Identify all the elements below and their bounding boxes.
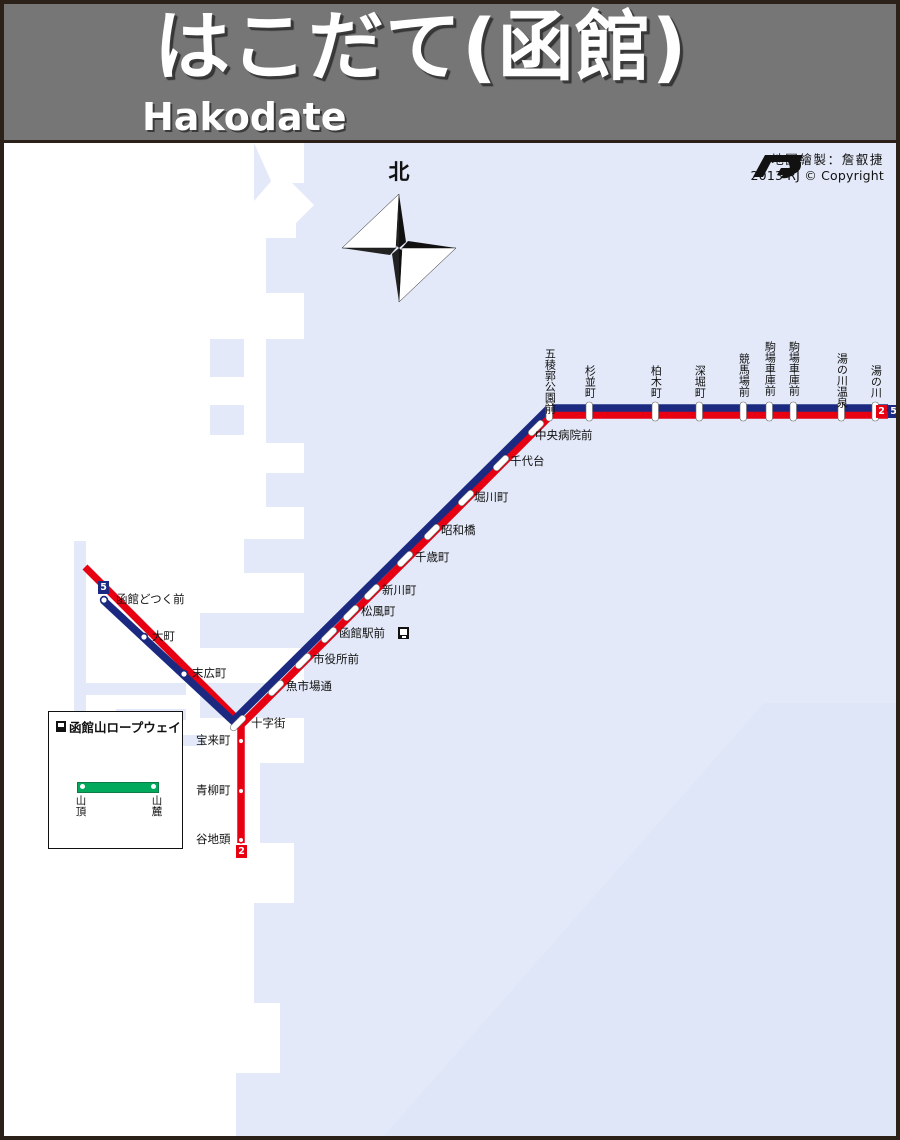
station-label-hakodate-eki-mae[interactable]: 函館駅前 (339, 626, 385, 640)
compass-star-icon (341, 193, 457, 303)
jr-station-icon (398, 627, 409, 639)
station-label-yunokawa-onsen[interactable]: 湯の川温泉 (835, 353, 849, 408)
station-label-jujigai[interactable]: 十字街 (251, 716, 286, 730)
station-label-omachi[interactable]: 大町 (152, 629, 175, 643)
station-label-suginami-cho[interactable]: 杉並町 (583, 365, 597, 398)
station-label-yachigashira[interactable]: 谷地頭 (196, 832, 231, 846)
station-label-yunokawa[interactable]: 湯の川 (869, 365, 883, 398)
station-ticks-horizontal (545, 401, 879, 422)
rail-lines-layer (4, 143, 888, 1136)
transit-map: 北 地圖繪製：詹叡捷 2 (4, 143, 896, 1136)
ropeway-inset-title-row: 函館山ロープウェイ (56, 717, 181, 736)
station-label-komaba-shako-mae-2[interactable]: 駒場車庫前 (787, 341, 801, 396)
station-dots-red-branch (237, 737, 245, 844)
ropeway-station-summit-dot[interactable] (80, 784, 85, 789)
station-label-horai-cho[interactable]: 宝来町 (196, 733, 231, 747)
terminus-badge-hakodate-dokku-mae[interactable]: 5 (98, 581, 109, 594)
page-title-english: Hakodate (142, 95, 347, 139)
rj-logo-icon (752, 155, 803, 179)
station-label-uoichiba-dori[interactable]: 魚市場通 (286, 679, 332, 693)
compass-north-label: 北 (388, 160, 410, 184)
ropeway-title: 函館山ロープウェイ (69, 720, 181, 735)
terminus-badge-yunokawa-line5[interactable]: 5 (888, 405, 896, 418)
sea-shading (384, 703, 896, 1136)
station-markers-layer (99, 401, 879, 844)
page-title-japanese: はこだて(函館) (154, 4, 688, 91)
terminus-badge-yunokawa-line2[interactable]: 2 (876, 405, 887, 418)
station-label-horikawa-cho[interactable]: 堀川町 (474, 490, 509, 504)
ropeway-label-base[interactable]: 山麓 (151, 795, 163, 818)
station-label-keibajo-mae[interactable]: 競馬場前 (737, 353, 751, 397)
station-dots-blue-branch (99, 595, 189, 679)
line-5-blue-main (100, 404, 888, 727)
ropeway-inset-panel: 函館山ロープウェイ 山頂 山麓 (48, 711, 183, 849)
credit-line-1: 地圖繪製：詹叡捷 (751, 152, 884, 179)
compass-rose: 北 (334, 160, 464, 310)
station-label-chitose-cho[interactable]: 千歳町 (415, 550, 450, 564)
line-2-red-main (237, 411, 888, 843)
station-label-chiyogadai[interactable]: 千代台 (510, 454, 545, 468)
station-label-shiyakusho-mae[interactable]: 市役所前 (313, 652, 359, 666)
station-label-matsukaze-cho[interactable]: 松風町 (361, 604, 396, 618)
page-header: はこだて(函館) Hakodate (4, 4, 896, 140)
terminus-badge-yachigashira[interactable]: 2 (236, 845, 247, 858)
station-label-komaba-shako-mae-1[interactable]: 駒場車庫前 (763, 341, 777, 396)
station-label-showa-bashi[interactable]: 昭和橋 (441, 523, 476, 537)
station-label-fukabori-cho[interactable]: 深堀町 (693, 365, 707, 398)
station-label-hakodate-dokku-mae[interactable]: 函館どつく前 (116, 592, 185, 606)
station-label-goryokaku-koen-mae[interactable]: 五稜郭公園前 (543, 348, 557, 414)
station-label-aoyagi-cho[interactable]: 青柳町 (196, 783, 231, 797)
ropeway-station-base-dot[interactable] (151, 784, 156, 789)
station-label-shinkawa-cho[interactable]: 新川町 (382, 583, 417, 597)
station-ticks-diagonal (229, 419, 545, 732)
station-label-suehiro-cho[interactable]: 末広町 (192, 666, 227, 680)
ropeway-line (77, 782, 159, 793)
station-label-chuo-byoin-mae[interactable]: 中央病院前 (535, 428, 593, 442)
map-credit: 地圖繪製：詹叡捷 2013 RJ © Copyright (751, 152, 884, 184)
ropeway-label-summit[interactable]: 山頂 (75, 795, 87, 818)
ropeway-icon (56, 721, 66, 732)
station-label-kashiwagi-cho[interactable]: 柏木町 (649, 365, 663, 398)
